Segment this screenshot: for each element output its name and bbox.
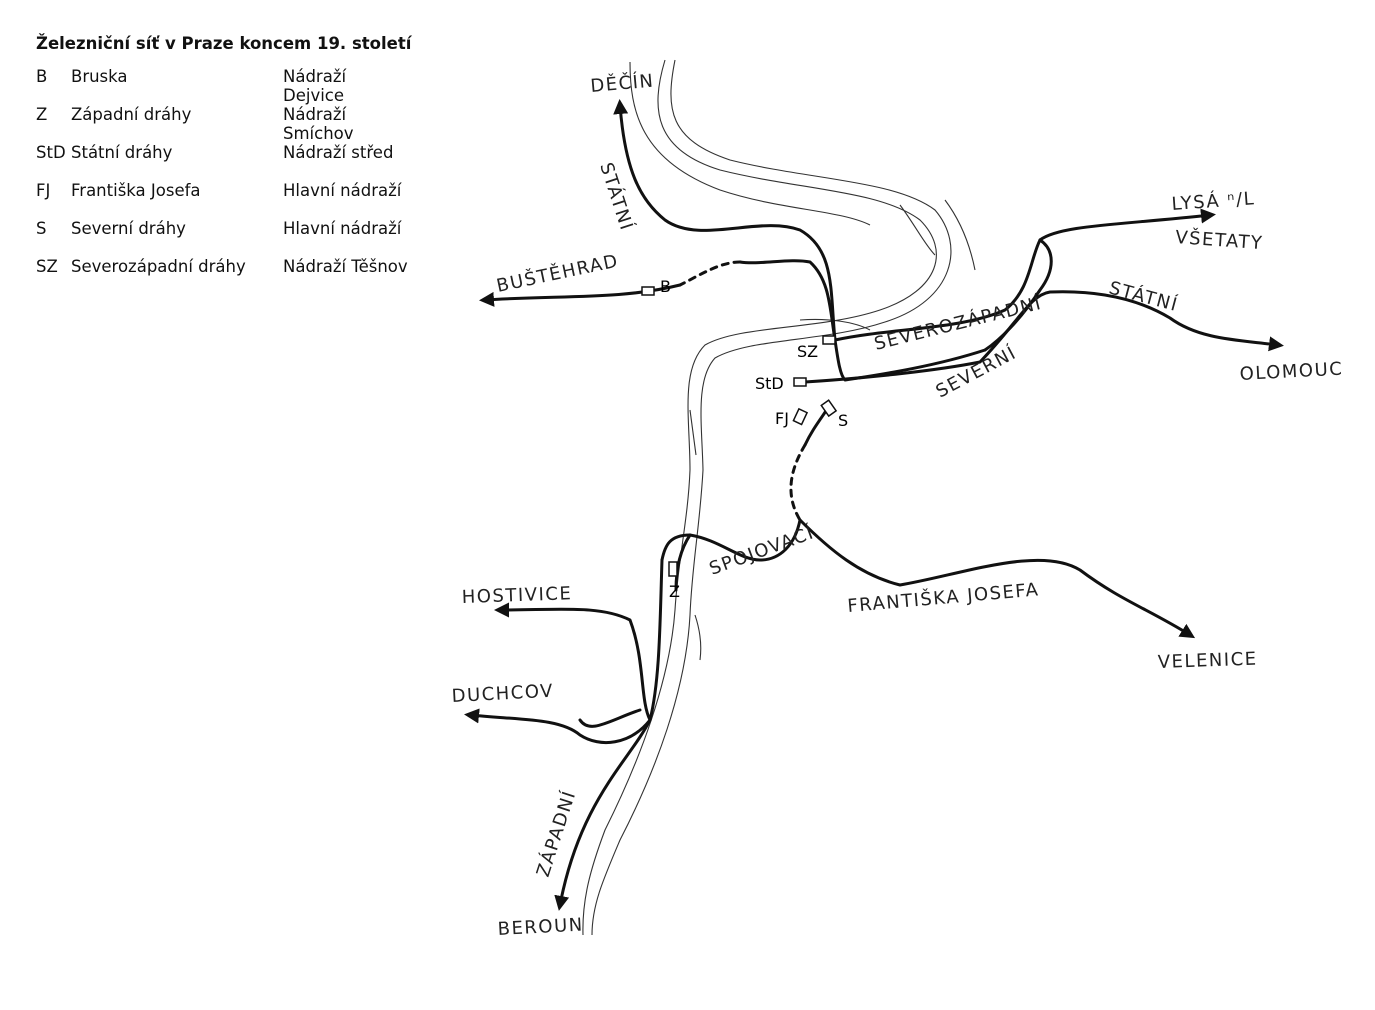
- label-line-severni: SEVERNÍ: [932, 342, 1020, 403]
- legend-code: S: [36, 219, 47, 238]
- legend-title: Železniční síť v Praze koncem 19. stolet…: [36, 34, 412, 53]
- label-olomouc: OLOMOUC: [1239, 359, 1344, 385]
- station-label-sz: SZ: [797, 342, 818, 361]
- label-line-spojovaci: SPOJOVACÍ: [706, 521, 817, 579]
- station-markers: [641, 286, 838, 577]
- legend-name: Státní dráhy: [71, 143, 173, 162]
- legend-name: Bruska: [71, 67, 128, 86]
- station-label-s: S: [838, 411, 848, 430]
- label-line-zapadni: ZÁPADNÍ: [532, 787, 581, 879]
- label-line-frantiska-josefa: FRANTIŠKA JOSEFA: [847, 578, 1041, 617]
- station-label-fj: FJ: [775, 409, 789, 428]
- legend-code: StD: [36, 143, 66, 162]
- label-lysa: LYSÁ ⁿ/L: [1171, 187, 1256, 215]
- legend-station: Nádraží Těšnov: [283, 257, 408, 276]
- legend-row: SZ Severozápadní dráhy Nádraží Těšnov: [36, 257, 411, 295]
- label-decin: DĚČÍN: [590, 69, 656, 97]
- label-bustehrad: BUŠTĚHRAD: [494, 250, 620, 297]
- legend-station: Hlavní nádraží: [283, 181, 402, 200]
- river-vltava: [582, 59, 976, 936]
- label-hostivice: HOSTIVICE: [461, 583, 572, 608]
- legend-station: Nádraží střed: [283, 143, 394, 162]
- station-label-z: Z: [669, 582, 680, 601]
- railway-lines: [464, 99, 1284, 911]
- label-vsetaty: VŠETATY: [1175, 226, 1264, 254]
- legend-code: Z: [36, 105, 48, 124]
- legend-code: B: [36, 67, 48, 86]
- legend-station: Hlavní nádraží: [283, 219, 402, 238]
- legend-station: Nádraží Smíchov: [283, 105, 354, 143]
- legend-name: Severní dráhy: [71, 219, 186, 238]
- legend-row: Z Západní dráhy Nádraží Smíchov: [36, 105, 411, 143]
- label-velenice: VELENICE: [1157, 649, 1257, 673]
- legend-row: FJ Františka Josefa Hlavní nádraží: [36, 181, 411, 219]
- legend-name: Františka Josefa: [71, 181, 201, 200]
- label-beroun: BEROUN: [497, 915, 584, 940]
- legend-row: S Severní dráhy Hlavní nádraží: [36, 219, 411, 257]
- station-label-std: StD: [755, 374, 784, 393]
- legend-station: Nádraží Dejvice: [283, 67, 347, 105]
- legend-row: B Bruska Nádraží Dejvice: [36, 67, 411, 105]
- label-line-severozapadni: SEVEROZÁPADNÍ: [872, 292, 1044, 355]
- label-line-statni-east: STÁTNÍ: [1107, 277, 1181, 317]
- legend-row: StD Státní dráhy Nádraží střed: [36, 143, 411, 181]
- legend-name: Severozápadní dráhy: [71, 257, 246, 276]
- legend: Železniční síť v Praze koncem 19. stolet…: [36, 34, 411, 295]
- legend-name: Západní dráhy: [71, 105, 192, 124]
- station-label-b: B: [660, 277, 671, 296]
- label-duchcov: DUCHCOV: [451, 681, 554, 707]
- legend-code: SZ: [36, 257, 58, 276]
- legend-code: FJ: [36, 181, 51, 200]
